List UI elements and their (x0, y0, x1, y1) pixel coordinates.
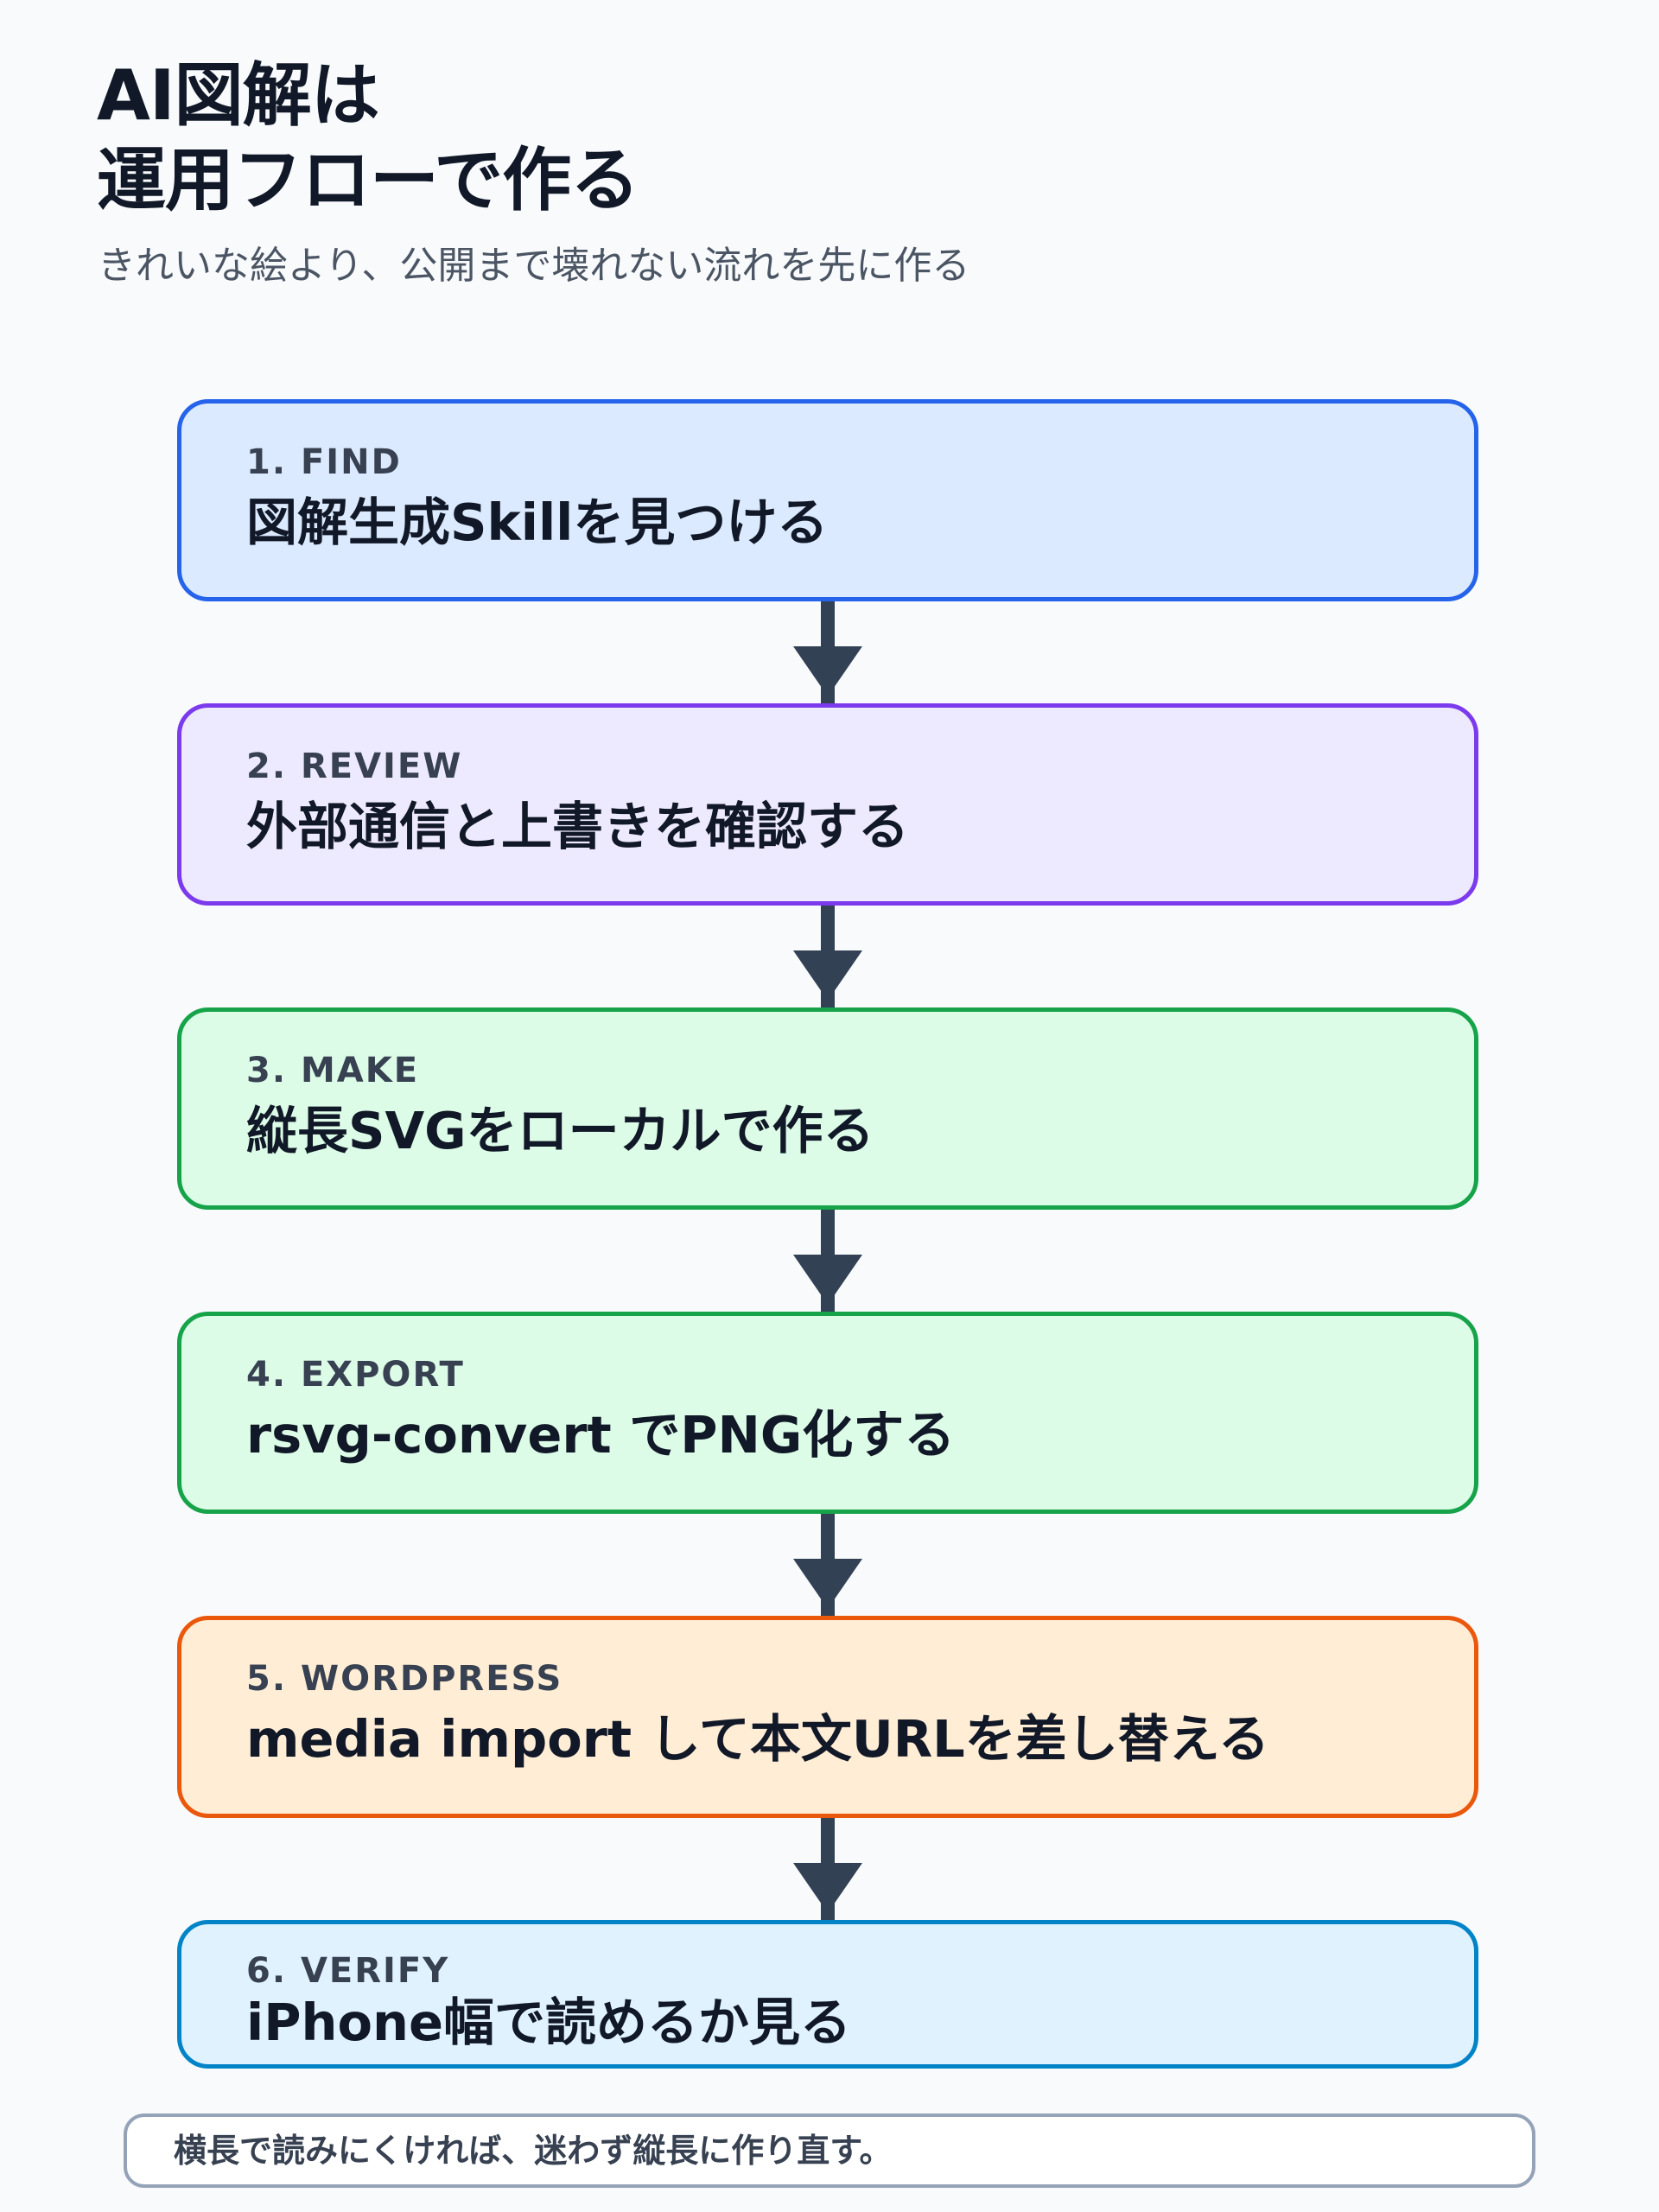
page-title-line-2: 運用フローで作る (97, 140, 639, 220)
step-text: rsvg-convert でPNG化する (246, 1405, 956, 1465)
step-label: 4. EXPORT (246, 1355, 465, 1395)
arrow-down-icon (177, 1514, 1478, 1616)
page-subtitle: きれいな絵より、公開まで壊れない流れを先に作る (98, 244, 970, 288)
step-text: iPhone幅で読めるか見る (246, 1993, 852, 2052)
step-label: 2. REVIEW (246, 747, 463, 786)
arrow-down-icon (177, 1210, 1478, 1312)
step-verify: 6. VERIFY iPhone幅で読めるか見る (177, 1920, 1478, 2069)
step-make: 3. MAKE 縦長SVGをローカルで作る (177, 1007, 1478, 1210)
step-label: 3. MAKE (246, 1051, 420, 1090)
step-label: 1. FIND (246, 442, 402, 482)
step-label: 5. WORDPRESS (246, 1659, 563, 1699)
page-title-line-1: AI図解は (97, 55, 380, 136)
arrow-down-icon (177, 1818, 1478, 1920)
step-export: 4. EXPORT rsvg-convert でPNG化する (177, 1312, 1478, 1514)
step-find: 1. FIND 図解生成Skillを見つける (177, 399, 1478, 601)
page-title: AI図解は 運用フローで作る (97, 54, 639, 223)
footer-note: 横長で読みにくければ、迷わず縦長に作り直す。 (124, 2113, 1535, 2188)
step-wordpress: 5. WORDPRESS media import して本文URLを差し替える (177, 1616, 1478, 1818)
step-text: 縦長SVGをローカルで作る (246, 1101, 874, 1160)
arrow-down-icon (177, 906, 1478, 1007)
step-text: media import して本文URLを差し替える (246, 1709, 1270, 1769)
step-text: 外部通信と上書きを確認する (246, 797, 910, 856)
step-review: 2. REVIEW 外部通信と上書きを確認する (177, 703, 1478, 906)
flow-diagram: 1. FIND 図解生成Skillを見つける 2. REVIEW 外部通信と上書… (177, 399, 1478, 2069)
step-label: 6. VERIFY (246, 1951, 450, 1991)
arrow-down-icon (177, 601, 1478, 703)
step-text: 図解生成Skillを見つける (246, 493, 829, 552)
